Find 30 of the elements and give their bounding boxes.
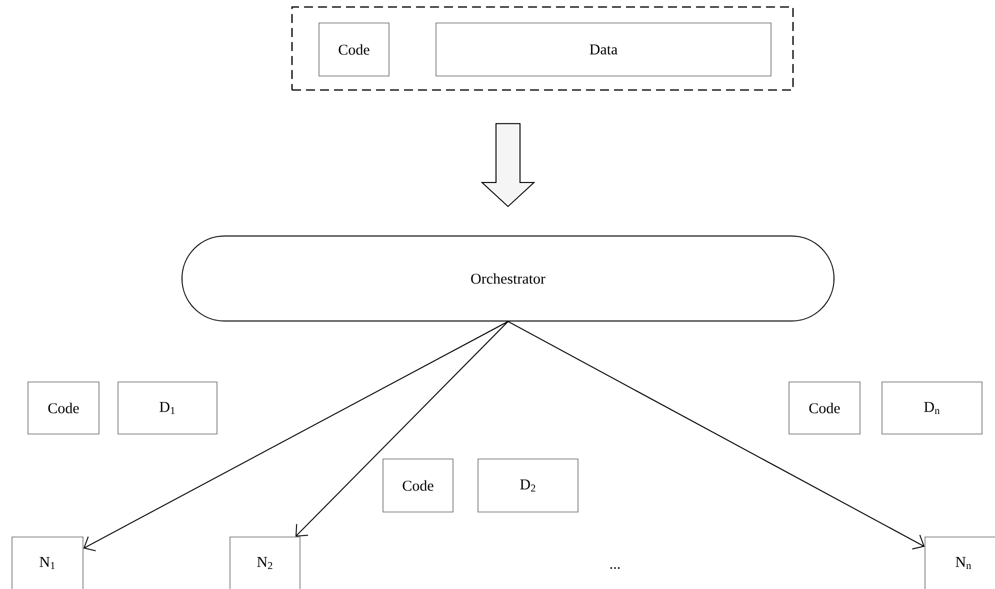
box-label: D$_{1}$: [160, 402, 175, 414]
block-arrow: [480, 123, 536, 208]
box-label: N$_{2}$: [257, 557, 272, 569]
labeled-box: [882, 382, 982, 434]
arrow: [295, 321, 508, 537]
labeled-box: [318, 22, 390, 76]
box-label: Code: [809, 402, 840, 414]
labeled-box: [118, 382, 218, 434]
box-label: Data: [590, 44, 618, 54]
labeled-box: [230, 536, 300, 589]
box-label: Code: [402, 480, 434, 491]
box-label: D$_{n}$: [924, 402, 940, 414]
labeled-box: [788, 382, 860, 434]
labeled-box: [478, 458, 578, 512]
labeled-box: [382, 458, 454, 512]
box-label: Code: [48, 402, 79, 414]
labeled-box: [436, 22, 772, 76]
labeled-box: [12, 536, 84, 589]
arrow: [508, 321, 925, 550]
ellipsis-label: ...: [610, 567, 620, 569]
labeled-box: [28, 382, 100, 434]
box-label: D$_{2}$: [520, 480, 536, 492]
box-label: Code: [338, 44, 370, 55]
box-label: N$_{n}$: [956, 557, 972, 569]
orchestrator-box: [182, 236, 834, 322]
labeled-box: [924, 536, 995, 589]
dashed-group-box: [291, 6, 794, 91]
arrow: [83, 321, 508, 552]
box-label: N$_{1}$: [40, 557, 55, 569]
box-label: Orchestrator: [471, 273, 546, 284]
